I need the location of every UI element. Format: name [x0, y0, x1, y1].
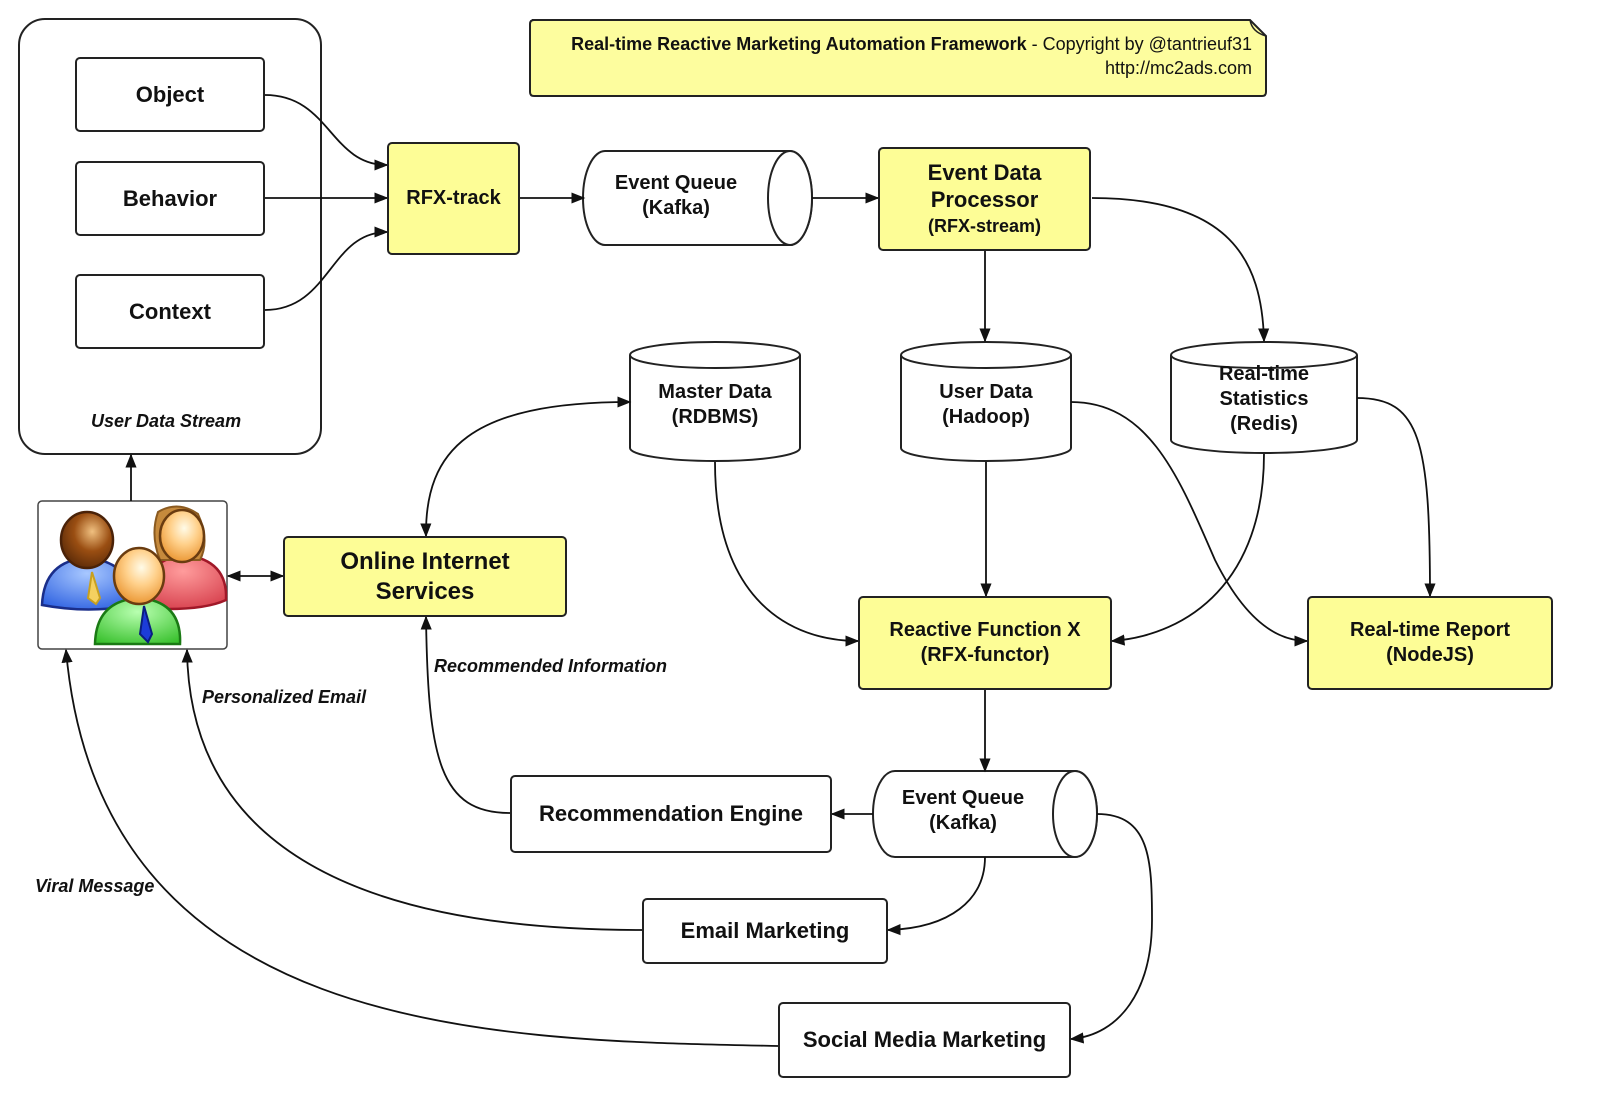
- social-media-marketing-label: Social Media Marketing: [802, 1027, 1047, 1052]
- node-behavior[interactable]: Behavior: [75, 161, 265, 236]
- event-queue-bottom-line1: Event Queue: [901, 787, 1025, 809]
- realtime-report-line1: Real-time Report: [1349, 619, 1511, 641]
- event-queue-top-shape: [582, 150, 813, 246]
- edge-event-queue-to-social: [1069, 813, 1153, 1044]
- node-context[interactable]: Context: [75, 274, 265, 349]
- user-data-stream-label: User Data Stream: [91, 411, 242, 431]
- realtime-statistics-label[interactable]: Real-time Statistics (Redis): [1171, 362, 1357, 437]
- node-rfx-track[interactable]: RFX-track: [387, 142, 520, 255]
- label-personalized-email: Personalized Email: [202, 687, 367, 707]
- realtime-statistics-shape: [1170, 341, 1358, 454]
- node-social-media-marketing[interactable]: Social Media Marketing: [778, 1002, 1071, 1078]
- master-data-line1: Master Data: [658, 381, 772, 403]
- edge-context-to-rfx-track: [264, 226, 389, 311]
- recommendation-engine-label: Recommendation Engine: [538, 801, 804, 826]
- master-data-shape: [629, 341, 801, 462]
- event-queue-bottom-shape: [872, 770, 1098, 858]
- realtime-report-line2: (NodeJS): [1386, 644, 1474, 666]
- website-url: http://mc2ads.com: [1104, 58, 1252, 78]
- event-queue-bottom-line2: (Kafka): [929, 812, 997, 834]
- node-reactive-function-x[interactable]: Reactive Function X (RFX-functor): [858, 596, 1112, 690]
- title-note-text: Real-time Reactive Marketing Automation …: [571, 32, 1252, 80]
- node-behavior-label: Behavior: [122, 185, 218, 211]
- processor-line1: Event Data: [927, 159, 1042, 185]
- online-services-line1: Online Internet: [340, 547, 510, 575]
- rfx-functor-line2: (RFX-functor): [920, 644, 1050, 666]
- label-viral-message: Viral Message: [35, 876, 155, 896]
- framework-title: Real-time Reactive Marketing Automation …: [571, 34, 1027, 54]
- realtime-stats-line3: (Redis): [1230, 413, 1298, 435]
- node-rfx-track-label: RFX-track: [406, 187, 501, 209]
- edge-social-to-users: [61, 648, 779, 1047]
- edge-email-to-users: [181, 648, 643, 931]
- node-event-data-processor[interactable]: Event Data Processor (RFX-stream): [878, 147, 1091, 251]
- event-queue-top-line1: Event Queue: [614, 172, 738, 194]
- realtime-stats-line2: Statistics: [1219, 388, 1309, 410]
- processor-line2: Processor: [930, 186, 1039, 212]
- users-group-icon: [37, 500, 228, 650]
- node-object-label: Object: [135, 81, 205, 107]
- master-data-label[interactable]: Master Data (RDBMS): [630, 380, 800, 430]
- node-online-internet-services[interactable]: Online Internet Services: [283, 536, 567, 617]
- node-object[interactable]: Object: [75, 57, 265, 132]
- edge-master-data-to-rfx-functor: [714, 461, 860, 647]
- edge-realtime-stats-to-rfx-functor: [1110, 453, 1265, 646]
- title-separator: -: [1026, 34, 1043, 54]
- node-context-label: Context: [129, 298, 211, 324]
- node-recommendation-engine[interactable]: Recommendation Engine: [510, 775, 832, 853]
- user-data-line1: User Data: [939, 381, 1033, 403]
- edge-object-to-rfx-track: [264, 94, 389, 171]
- event-queue-top-label[interactable]: Event Queue (Kafka): [590, 171, 762, 221]
- edge-processor-to-realtime-stats: [1091, 197, 1270, 343]
- copyright-text: Copyright by @tantrieuf31: [1042, 34, 1252, 54]
- email-marketing-label: Email Marketing: [680, 918, 850, 943]
- edge-master-data-to-online-services: [420, 396, 632, 538]
- processor-line3: (RFX-stream): [927, 215, 1042, 236]
- user-data-label[interactable]: User Data (Hadoop): [901, 380, 1071, 430]
- edge-recommendation-to-online-services: [420, 615, 511, 814]
- title-note-shape: [529, 19, 1267, 97]
- realtime-stats-line1: Real-time: [1218, 363, 1310, 385]
- user-data-line2: (Hadoop): [942, 406, 1030, 428]
- rfx-functor-line1: Reactive Function X: [889, 619, 1081, 641]
- node-realtime-report[interactable]: Real-time Report (NodeJS): [1307, 596, 1553, 690]
- online-services-line2: Services: [375, 577, 475, 605]
- event-queue-bottom-label[interactable]: Event Queue (Kafka): [880, 786, 1046, 836]
- edge-user-data-to-realtime-report: [1070, 401, 1309, 647]
- master-data-line2: (RDBMS): [671, 406, 759, 428]
- title-note: Real-time Reactive Marketing Automation …: [530, 18, 1266, 96]
- event-queue-top-line2: (Kafka): [642, 197, 710, 219]
- edge-event-queue-to-email: [886, 856, 986, 936]
- node-email-marketing[interactable]: Email Marketing: [642, 898, 888, 964]
- label-recommended-information: Recommended Information: [434, 656, 668, 676]
- edge-realtime-stats-to-realtime-report: [1356, 397, 1436, 598]
